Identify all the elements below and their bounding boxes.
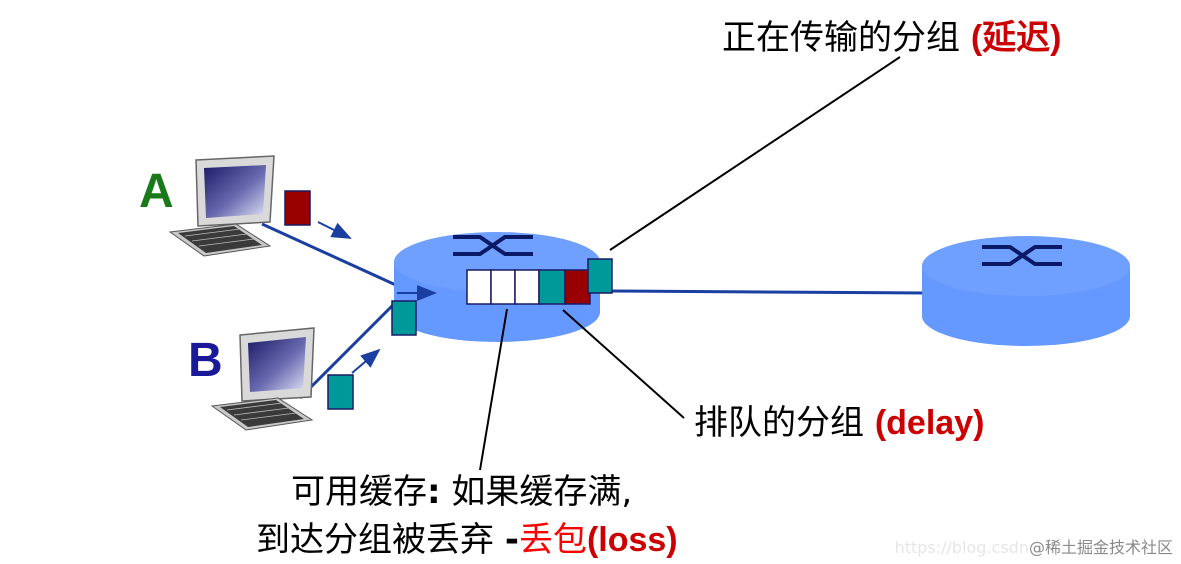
arriving-packet	[391, 300, 417, 336]
packet-from-a	[284, 190, 311, 226]
buffer-slot-empty	[514, 269, 540, 305]
label-buffer-line1-text: 可用缓存	[291, 472, 427, 512]
buffer-slot-empty	[490, 269, 516, 305]
label-buffer-line1: 可用缓存: 如果缓存满,	[291, 472, 632, 512]
transmitting-packet	[587, 258, 613, 294]
watermark-faded: https://blog.csdn	[894, 538, 1029, 557]
arrow-a	[317, 221, 352, 239]
queued-packet-red	[564, 269, 591, 305]
label-buffer-line1-colon: :	[427, 472, 441, 512]
link-router-to-router	[611, 289, 926, 295]
label-transmitting-highlight: (延迟)	[970, 19, 1062, 57]
computer-b-icon	[210, 327, 315, 431]
watermark: https://blog.csdn@稀土掘金技术社区	[895, 538, 1173, 558]
label-buffer-line1-rest: 如果缓存满,	[440, 472, 633, 512]
label-transmitting-text: 正在传输的分组	[722, 18, 971, 58]
router-left-switch-icon	[453, 235, 533, 256]
pointer-buffer	[479, 308, 508, 471]
computer-a-icon	[168, 155, 275, 257]
router-right-switch-icon	[982, 245, 1062, 266]
label-buffer-line2-red: 丢包	[518, 520, 587, 560]
host-a-label: A	[139, 165, 174, 218]
label-queued-text: 排队的分组	[694, 403, 875, 443]
watermark-strong: @稀土掘金技术社区	[1028, 538, 1173, 557]
packet-from-b	[327, 374, 354, 410]
label-transmitting-packet: 正在传输的分组 (延迟)	[722, 18, 1061, 58]
router-right	[922, 236, 1130, 346]
link-b-to-router	[298, 298, 400, 400]
buffer-queue	[466, 269, 591, 305]
arrow-b	[351, 348, 381, 374]
label-buffer-line2-bold: (loss)	[586, 521, 678, 559]
queued-packet-teal	[538, 269, 566, 305]
link-a-to-router	[261, 222, 399, 288]
label-buffer-line2: 到达分组被丢弃 -丢包(loss)	[256, 520, 678, 560]
host-b-label: B	[188, 334, 223, 387]
label-buffer-line2-dash: -	[504, 520, 519, 560]
pointer-transmitting	[609, 56, 901, 251]
label-queued-highlight: (delay)	[874, 404, 985, 442]
buffer-slot-empty	[466, 269, 492, 305]
label-buffer-line2-text: 到达分组被丢弃	[256, 520, 505, 560]
pointer-queued	[562, 309, 685, 419]
label-queued-packets: 排队的分组 (delay)	[694, 403, 984, 443]
